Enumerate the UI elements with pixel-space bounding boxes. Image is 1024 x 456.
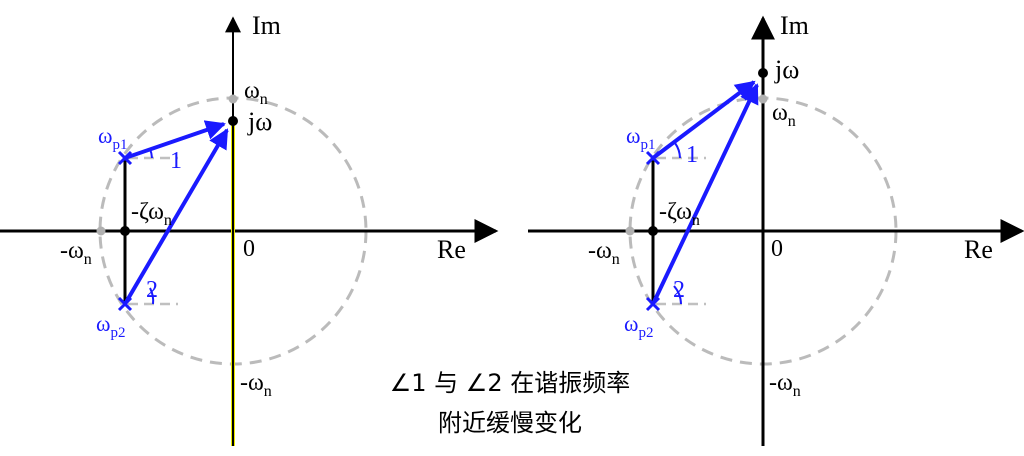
right-omega-n-bottom-label: -ωn: [769, 370, 801, 400]
right-angle1-label: 1: [686, 142, 698, 168]
right-angle2-arc: [673, 285, 682, 305]
left-plot: Im Re 0 ωn jω -ζωn -ωn -ωn ωp1 ωp2 1 2: [0, 11, 499, 446]
left-pole2-cross: [117, 296, 133, 312]
left-vector-p1: [124, 120, 226, 160]
right-plot: Im Re 0 jω ωn -ζωn -ωn -ωn ωp1 ωp2 1 2: [528, 11, 1024, 446]
left-omega-n-bottom-label: -ωn: [240, 370, 272, 400]
right-re-label: Re: [964, 235, 993, 264]
left-jw-point: [228, 116, 238, 126]
left-omega-n-top-marker: [228, 94, 238, 104]
right-zeta-point: [648, 226, 658, 236]
left-omega-n-left-label: -ωn: [60, 238, 92, 268]
right-zero-label: 0: [771, 236, 783, 262]
right-omega-n-left-label: -ωn: [588, 238, 620, 268]
left-re-label: Re: [437, 235, 466, 264]
right-pole1-cross: [645, 150, 661, 166]
right-vector-p1: [651, 80, 756, 160]
right-omega-n-top-label: ωn: [772, 100, 796, 130]
left-vector-p2: [123, 128, 229, 306]
left-pole1-cross: [117, 150, 133, 166]
caption-line2: 附近缓慢变化: [438, 409, 582, 437]
right-angle2-label: 2: [673, 277, 685, 303]
left-pole2-label: ωp2: [96, 311, 125, 341]
left-zeta-point: [120, 226, 130, 236]
left-jw-label: jω: [247, 107, 272, 136]
right-omega-n-top-marker: [758, 94, 768, 104]
left-angle2-arc: [149, 287, 155, 305]
right-pole1-label: ωp1: [626, 123, 655, 153]
left-omega-n-left-marker: [96, 226, 106, 236]
right-angle1-arc: [674, 142, 681, 159]
left-omega-n-top-label: ωn: [244, 78, 268, 108]
left-pole1-label: ωp1: [98, 123, 127, 153]
right-jw-point: [758, 68, 768, 78]
caption-line1: ∠1 与 ∠2 在谐振频率: [390, 369, 630, 397]
left-zeta-label: -ζωn: [131, 199, 172, 229]
right-im-label: Im: [780, 11, 809, 40]
left-angle1-label: 1: [170, 148, 182, 174]
left-angle2-label: 2: [146, 277, 158, 303]
left-im-label: Im: [252, 11, 281, 40]
right-jw-label: jω: [774, 55, 799, 84]
right-pole2-label: ωp2: [624, 311, 653, 341]
right-pole2-cross: [645, 296, 661, 312]
left-zero-label: 0: [243, 236, 255, 262]
right-omega-n-left-marker: [625, 226, 635, 236]
right-zeta-label: -ζωn: [659, 199, 700, 229]
right-vector-p2: [651, 83, 759, 305]
